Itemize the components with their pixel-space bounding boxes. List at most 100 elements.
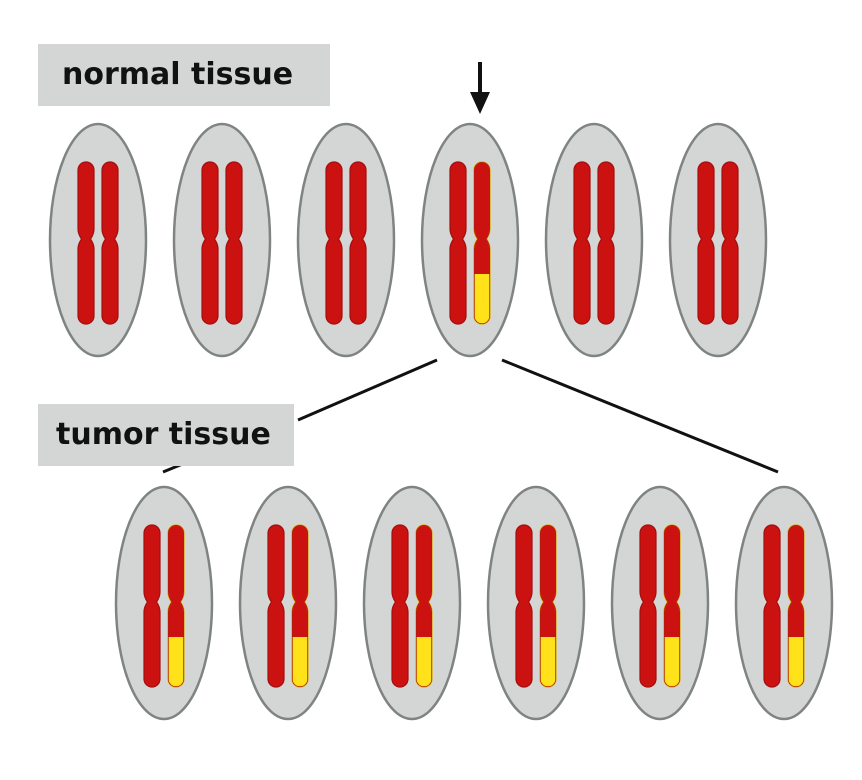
chromosome-body (392, 525, 408, 687)
tumor-cell (734, 485, 834, 721)
cell-membrane (48, 122, 148, 358)
chromosome-body (78, 162, 94, 324)
tumor-cell (114, 485, 214, 721)
chromosome-body (698, 162, 714, 324)
chromosome-outline (597, 161, 615, 325)
chromosome-body (102, 162, 118, 324)
cell-membrane (238, 485, 338, 721)
mutated-chromosome (473, 161, 491, 325)
chromosome-body (516, 525, 532, 687)
chromosome (597, 161, 615, 325)
chromosome (721, 161, 739, 325)
chromosome (201, 161, 219, 325)
chromosome-outline (267, 524, 285, 688)
cell-membrane (544, 122, 644, 358)
mutated-chromosome (291, 524, 309, 688)
mutation-segment (664, 637, 680, 687)
mutation-segment (168, 637, 184, 687)
chromosome (325, 161, 343, 325)
chromosome-body (326, 162, 342, 324)
chromosome-body (226, 162, 242, 324)
mutated-chromosome (415, 524, 433, 688)
tumor-tissue-label: tumor tissue (38, 404, 294, 466)
mutation-segment (788, 637, 804, 687)
chromosome-outline (77, 161, 95, 325)
chromosome-outline-upper (664, 525, 680, 687)
cell-membrane (734, 485, 834, 721)
mutation-segment (540, 637, 556, 687)
mutated-chromosome (663, 524, 681, 688)
normal-tissue-row (48, 122, 768, 358)
arrow-head (470, 92, 490, 114)
chromosome-outline-upper (292, 525, 308, 687)
normal-cell (544, 122, 644, 358)
chromosome (349, 161, 367, 325)
mutation-segment (416, 637, 432, 687)
chromosome (639, 524, 657, 688)
mutation-segment (474, 274, 490, 324)
chromosome (143, 524, 161, 688)
chromosome-body (268, 525, 284, 687)
chromosome-outline (763, 524, 781, 688)
normal-cell (48, 122, 148, 358)
mutated-chromosome (167, 524, 185, 688)
chromosome (77, 161, 95, 325)
chromosome-body (574, 162, 590, 324)
cell-membrane (486, 485, 586, 721)
cell-membrane (610, 485, 710, 721)
chromosome (515, 524, 533, 688)
chromosome-body (764, 525, 780, 687)
chromosome (697, 161, 715, 325)
chromosome-outline (639, 524, 657, 688)
chromosome-outline (391, 524, 409, 688)
chromosome-outline (325, 161, 343, 325)
chromosome-outline (449, 161, 467, 325)
chromosome-outline-upper (416, 525, 432, 687)
chromosome (391, 524, 409, 688)
chromosome-outline (143, 524, 161, 688)
tumor-cell (362, 485, 462, 721)
cell-membrane (668, 122, 768, 358)
cell-membrane (114, 485, 214, 721)
chromosome-outline-upper (540, 525, 556, 687)
tumor-cell (610, 485, 710, 721)
chromosome-outline (201, 161, 219, 325)
origin-arrow-icon (470, 62, 490, 114)
chromosome-body (598, 162, 614, 324)
normal-cell (668, 122, 768, 358)
chromosome-body (450, 162, 466, 324)
mutation-segment (292, 637, 308, 687)
chromosome-outline-upper (788, 525, 804, 687)
normal-tissue-label: normal tissue (38, 44, 330, 106)
chromosome-outline (573, 161, 591, 325)
normal-cell (420, 122, 520, 358)
chromosome-outline-upper (168, 525, 184, 687)
chromosome (225, 161, 243, 325)
chromosome-outline (101, 161, 119, 325)
chromosome-body (640, 525, 656, 687)
chromosome-outline (721, 161, 739, 325)
lineage-line-right (501, 358, 779, 474)
normal-cell (296, 122, 396, 358)
tumor-cell (238, 485, 338, 721)
cell-membrane (172, 122, 272, 358)
tumor-tissue-row (114, 485, 834, 721)
chromosome-body (350, 162, 366, 324)
chromosome-outline (697, 161, 715, 325)
chromosome (449, 161, 467, 325)
mutated-chromosome (539, 524, 557, 688)
chromosome-body (202, 162, 218, 324)
chromosome-outline (225, 161, 243, 325)
chromosome-outline (349, 161, 367, 325)
chromosome-body (722, 162, 738, 324)
chromosome (101, 161, 119, 325)
cell-membrane (362, 485, 462, 721)
cell-membrane (296, 122, 396, 358)
lineage-line-left (297, 358, 438, 422)
tumor-cell (486, 485, 586, 721)
chromosome-outline-upper (474, 162, 490, 324)
mutated-chromosome (787, 524, 805, 688)
chromosome-body (144, 525, 160, 687)
chromosome-outline (515, 524, 533, 688)
